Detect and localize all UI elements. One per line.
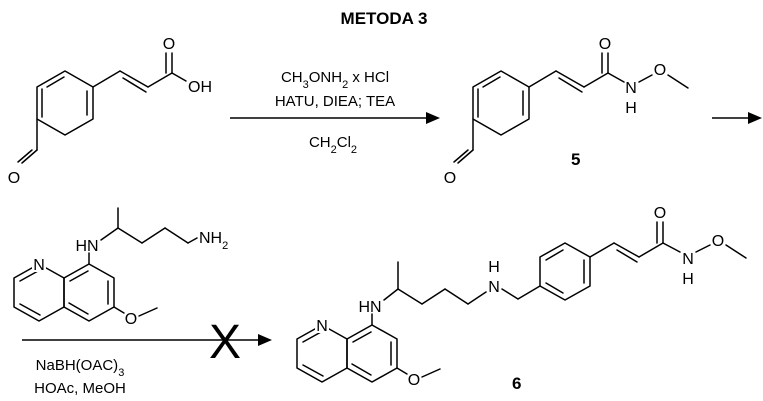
reagent-line-2: HATU, DIEA; TEA	[275, 93, 395, 110]
atom-label-nh2: NH2	[199, 230, 228, 252]
aromatic-double-bond	[19, 270, 39, 282]
benzene-ring	[472, 70, 530, 136]
bond	[396, 367, 408, 375]
bond	[667, 74, 689, 89]
bond	[117, 227, 143, 244]
bond	[607, 72, 625, 83]
bond	[171, 72, 187, 82]
continuation-arrow	[712, 112, 762, 124]
aromatic-double-bond	[69, 270, 89, 282]
reaction-step-2: X NaBH(OAC)3 HOAc, MeOH	[22, 316, 272, 397]
atom-label-hn: HN	[358, 299, 381, 316]
compound-6: N O HN N H O N H	[296, 205, 747, 393]
atom-label-n: N	[625, 80, 637, 97]
atom-label-o: O	[599, 36, 611, 53]
bond	[589, 242, 615, 258]
bond	[138, 307, 158, 317]
bond	[21, 149, 38, 164]
bond	[100, 227, 119, 241]
compound-number-5: 5	[571, 150, 580, 169]
reagent-line-1: CH3ONH2 x HCl	[281, 69, 389, 91]
atom-label-h: H	[682, 271, 694, 288]
atom-label-h: H	[488, 259, 500, 276]
bond	[444, 288, 469, 305]
aromatic-double-bond	[545, 249, 564, 261]
arrowhead	[426, 112, 440, 124]
double-bond	[453, 149, 469, 163]
bond	[662, 242, 681, 253]
benzene-ring	[539, 242, 591, 301]
bond	[147, 72, 173, 88]
compound-5: O O N H O 5	[444, 36, 689, 187]
aromatic-double-bond	[351, 363, 372, 376]
aromatic-double-bond	[545, 282, 564, 294]
benzene-ring	[36, 70, 94, 136]
atom-label-o: O	[712, 233, 724, 250]
benzene-ring	[63, 263, 115, 322]
atom-label-n: N	[488, 279, 500, 296]
double-bond	[122, 77, 147, 93]
bond	[421, 368, 441, 378]
scheme-title: METODA 3	[341, 9, 428, 28]
atom-label-hn: HN	[75, 238, 98, 255]
double-bond	[17, 149, 33, 163]
atom-label-o: O	[654, 62, 666, 79]
bond	[119, 70, 149, 88]
bond	[397, 288, 423, 305]
atom-mask	[32, 256, 46, 272]
aromatic-double-bond	[302, 331, 322, 343]
aromatic-double-bond	[302, 364, 324, 377]
atom-label-n: N	[682, 251, 694, 268]
solvent-line: HOAc, MeOH	[34, 380, 126, 397]
reaction-step-1: CH3ONH2 x HCl HATU, DIEA; TEA CH2Cl2	[230, 69, 440, 156]
bond	[638, 242, 664, 258]
aromatic-double-bond	[352, 331, 372, 343]
atom-label-h: H	[625, 100, 637, 117]
bond	[555, 70, 585, 88]
arrowhead	[258, 334, 272, 346]
bond	[164, 227, 189, 244]
bond	[92, 70, 121, 88]
bond	[187, 237, 198, 244]
atom-label-o: O	[444, 170, 456, 187]
atom-label-oh: OH	[188, 79, 212, 96]
bond	[695, 244, 711, 253]
bond	[421, 288, 446, 305]
aromatic-double-bond	[46, 76, 65, 88]
aromatic-double-bond	[482, 76, 501, 88]
reagent-primaquine: N O HN NH2	[13, 207, 228, 328]
bond	[501, 288, 519, 300]
aromatic-double-bond	[19, 303, 41, 316]
bond	[583, 72, 609, 88]
bond	[528, 70, 557, 88]
bond	[113, 306, 125, 314]
atom-label-n: N	[33, 257, 45, 274]
atom-label-n: N	[316, 318, 328, 335]
bond	[517, 285, 541, 300]
starting-material-formylcinnamic-acid: O O OH	[8, 36, 212, 187]
failed-reaction-mark: X	[209, 316, 241, 369]
benzene-ring	[346, 324, 398, 383]
bond	[638, 74, 653, 83]
atom-label-o: O	[654, 205, 666, 222]
atom-label-o: O	[408, 372, 420, 389]
bond	[383, 288, 399, 301]
bond	[725, 244, 747, 259]
atom-label-o: O	[163, 36, 175, 53]
double-bond	[616, 249, 638, 263]
atom-label-o: O	[8, 170, 20, 187]
bond	[457, 149, 474, 164]
bond	[613, 242, 640, 258]
atom-mask	[315, 317, 329, 333]
aromatic-double-bond	[68, 302, 89, 315]
compound-number-6: 6	[512, 374, 521, 393]
reagent-line-1: NaBH(OAC)3	[36, 357, 125, 379]
atom-label-o: O	[125, 311, 137, 328]
double-bond	[558, 77, 583, 93]
solvent-line: CH2Cl2	[309, 134, 357, 156]
bond	[467, 291, 487, 305]
bond	[141, 227, 166, 244]
arrowhead	[748, 112, 762, 124]
